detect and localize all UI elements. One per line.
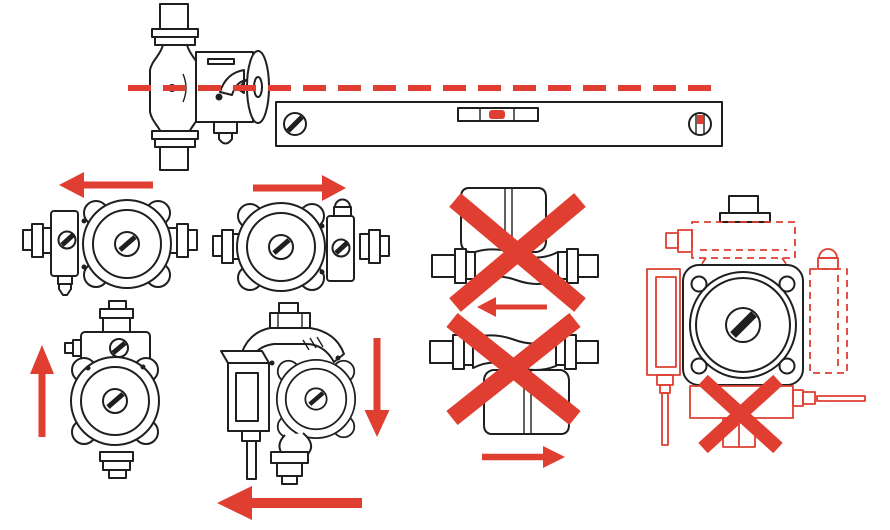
box-position-right [809,268,848,374]
orientation-motor-up-prohibited [431,187,599,317]
arrow-up-icon [30,345,54,437]
cable-gland-dome [334,198,351,208]
spirit-level [275,101,723,147]
x-cross-icon [446,312,581,426]
arrow-down-icon [364,338,390,437]
arrow-left-long-icon [217,486,362,520]
cable-bottom [816,395,866,402]
motor-front-face [682,264,804,386]
arrow-left-icon [59,172,153,198]
cable [246,440,257,480]
gland-right-top [818,248,838,259]
orientation-box-right [212,175,390,291]
box-position-left [646,268,681,376]
orientation-box-side [217,302,390,520]
orientation-box-top [30,300,159,479]
x-cross-icon [449,193,586,312]
orientation-motor-down-prohibited [429,312,599,468]
arrow-right-icon [253,175,346,201]
x-cross-small-icon [698,374,783,454]
cable-left [661,392,669,446]
level-bubble [489,110,505,119]
orientation-box-left [22,172,198,296]
arrow-left-small-icon [477,297,547,317]
box-position-top [691,221,796,259]
terminal-box-top-face [220,350,270,364]
terminal-box-positions-figure [646,195,866,454]
terminal-box-front [227,362,270,432]
top-connector [728,195,759,214]
arrow-right-small-icon [482,446,565,468]
